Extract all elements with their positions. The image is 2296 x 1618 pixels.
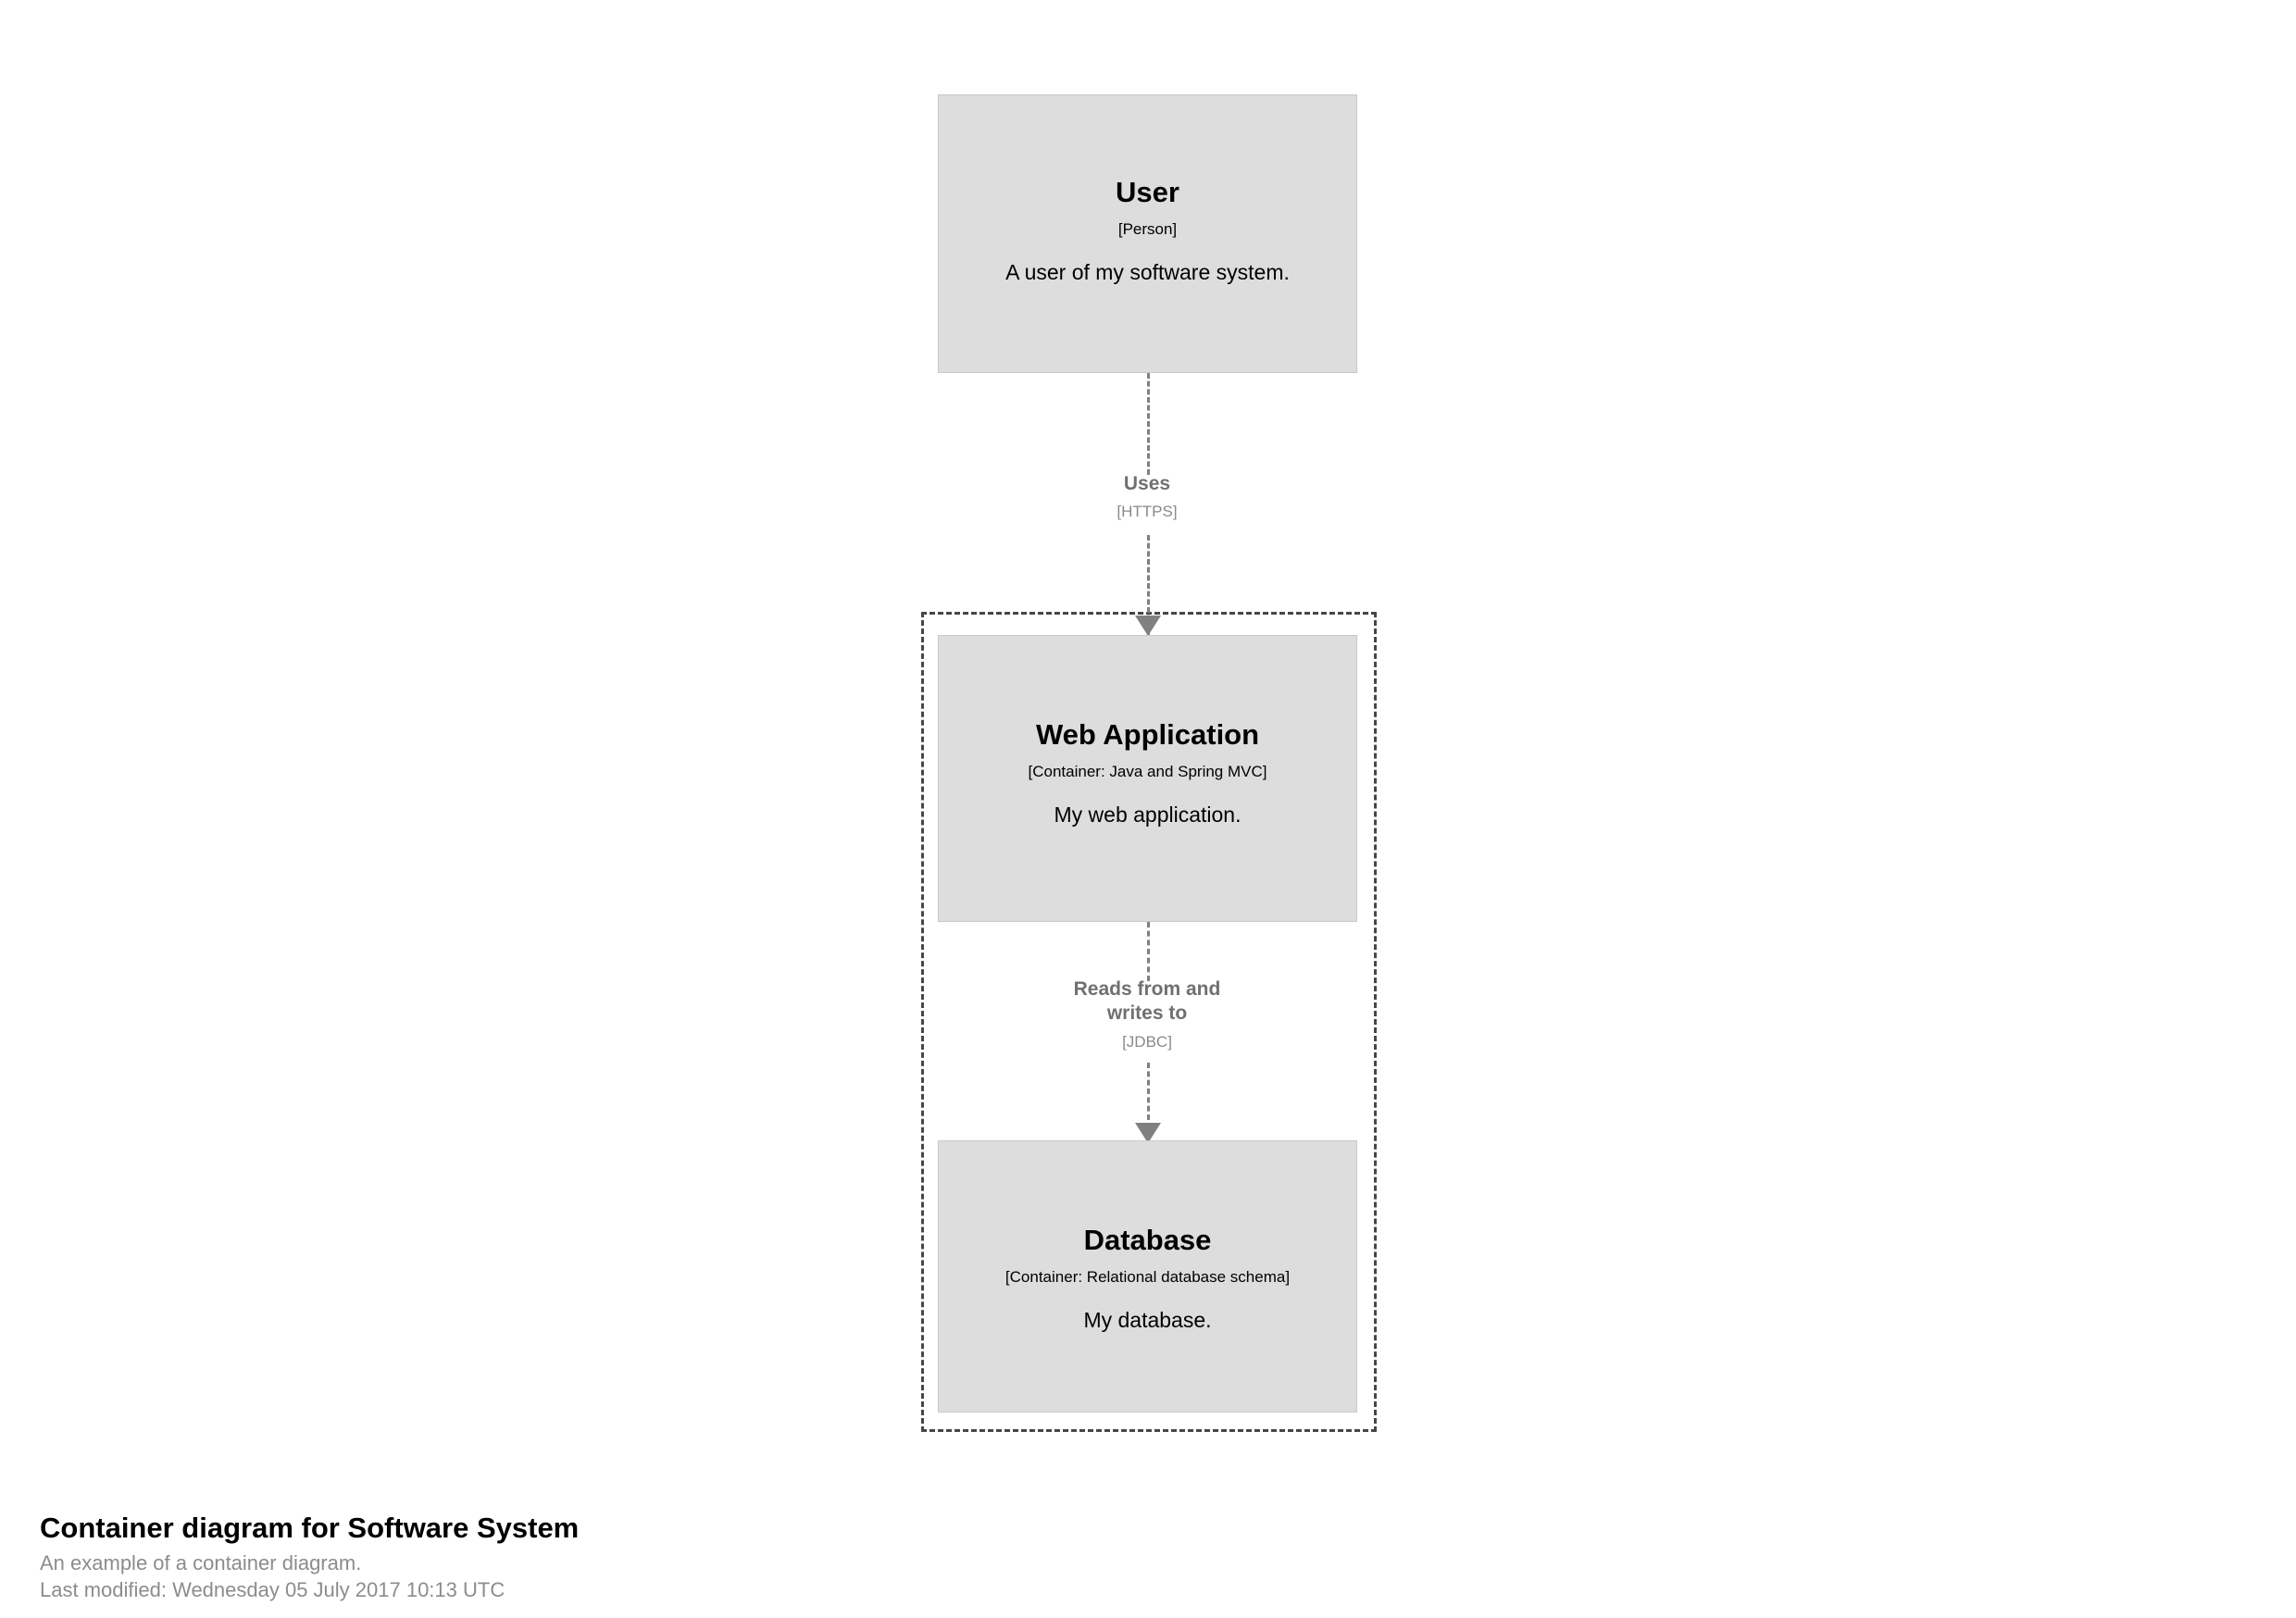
relationship-uses-label: Uses [HTTPS]	[962, 472, 1332, 522]
diagram-last-modified: Last modified: Wednesday 05 July 2017 10…	[40, 1577, 505, 1601]
relationship-uses-description: Uses	[1123, 473, 1171, 494]
diagram-description: An example of a container diagram.	[40, 1551, 362, 1575]
element-database-description: My database.	[1083, 1307, 1212, 1332]
relationship-reads-writes-arrowhead-icon	[1135, 1123, 1161, 1143]
relationship-reads-writes-line-upper	[1147, 922, 1150, 981]
relationship-uses-line-lower	[1147, 535, 1150, 637]
element-user-description: A user of my software system.	[1005, 259, 1290, 284]
relationship-reads-writes-description-line-2: writes to	[1106, 1002, 1188, 1025]
relationship-uses-line-upper	[1147, 373, 1150, 475]
relationship-uses-arrowhead-icon	[1135, 616, 1161, 636]
relationship-uses-technology: [HTTPS]	[1117, 503, 1178, 521]
element-web-application[interactable]: Web Application [Container: Java and Spr…	[938, 635, 1357, 922]
relationship-reads-writes-label: Reads from and writes to [JDBC]	[962, 977, 1332, 1052]
element-web-application-technology: [Container: Java and Spring MVC]	[1028, 763, 1267, 781]
element-web-application-description: My web application.	[1054, 802, 1242, 827]
diagram-title: Container diagram for Software System	[40, 1512, 580, 1544]
relationship-reads-writes-technology: [JDBC]	[1122, 1032, 1172, 1051]
element-web-application-name: Web Application	[1035, 718, 1260, 751]
relationship-reads-writes-line-lower	[1147, 1063, 1150, 1146]
element-user-name: User	[1116, 176, 1179, 208]
element-database-technology: [Container: Relational database schema]	[1004, 1268, 1291, 1287]
element-database[interactable]: Database [Container: Relational database…	[938, 1140, 1357, 1413]
relationship-reads-writes-description-line-1: Reads from and	[1073, 978, 1221, 1000]
element-user[interactable]: User [Person] A user of my software syst…	[938, 94, 1357, 373]
element-user-technology: [Person]	[1117, 220, 1178, 239]
element-database-name: Database	[1083, 1224, 1212, 1256]
diagram-caption: Container diagram for Software System An…	[40, 1511, 1336, 1603]
